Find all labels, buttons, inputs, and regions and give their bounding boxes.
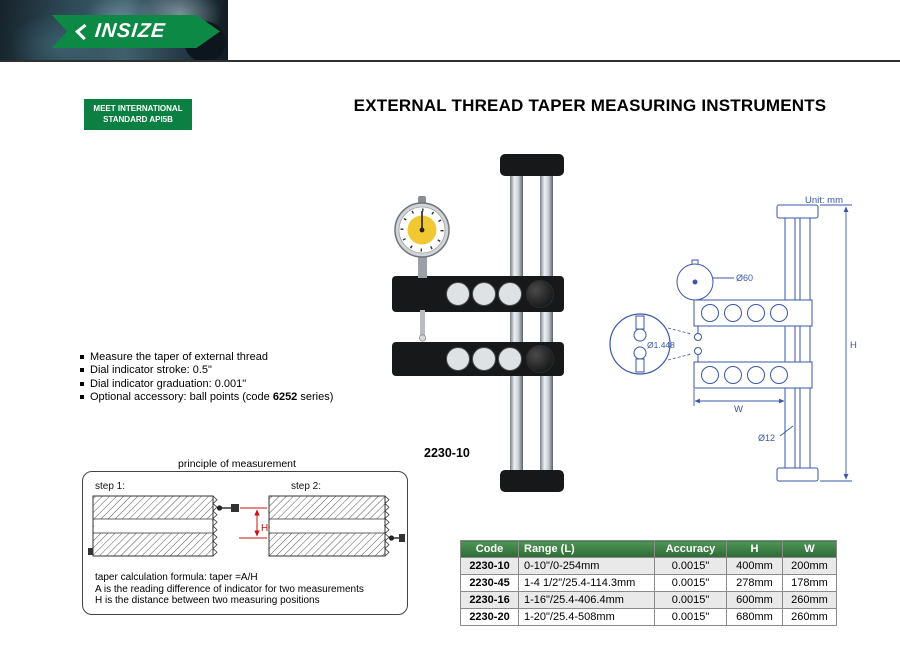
dim-w-label: W (734, 404, 743, 415)
spec-table: Code Range (L) Accuracy H W 2230-10 0-10… (460, 540, 837, 626)
brand-logo: INSIZE (52, 15, 220, 48)
feature-item: Dial indicator graduation: 0.001" (80, 377, 333, 390)
table-row: 2230-10 0-10"/0-254mm 0.0015" 400mm 200m… (460, 557, 837, 575)
logo-chevron-icon (75, 23, 93, 40)
feature-item: Measure the taper of external thread (80, 350, 333, 363)
header-banner: INSIZE (0, 0, 900, 62)
standard-badge: MEET INTERNATIONAL STANDARD API5B (84, 99, 192, 130)
note-h-line: H is the distance between two measuring … (95, 595, 320, 606)
model-number: 2230-10 (424, 446, 470, 460)
columns (500, 154, 564, 492)
bullet-square-icon (80, 368, 84, 372)
feature-list: Measure the taper of external thread Dia… (80, 351, 333, 405)
drawing-dial (676, 259, 734, 301)
technical-drawing: Unit: mm Ø60 (609, 195, 857, 482)
cell-accuracy: 0.0015" (654, 591, 727, 609)
indicator-contact-step2 (388, 534, 405, 542)
cell-w: 178mm (782, 574, 837, 592)
step2-label: step 2: (291, 481, 321, 492)
unit-label: Unit: mm (805, 195, 843, 206)
dim-column-label: Ø12 (758, 433, 775, 443)
principle-diagram: step 1: step 2: (88, 481, 405, 557)
step1-label: step 1: (95, 481, 125, 492)
table-row: 2230-16 1-16"/25.4-406.4mm 0.0015" 600mm… (460, 591, 837, 609)
spindle (418, 310, 426, 342)
header-row: Code Range (L) Accuracy H W (460, 540, 837, 558)
col-w: W (782, 540, 837, 558)
dim-h-label: H (850, 340, 857, 351)
cell-accuracy: 0.0015" (654, 574, 727, 592)
indicator-contact-step1 (216, 504, 239, 512)
h-dimension (820, 204, 852, 482)
note-a-line: A is the reading difference of indicator… (95, 583, 364, 595)
h-dimension-red (239, 507, 267, 539)
cell-code: 2230-20 (460, 608, 519, 626)
spec-table-header: Code Range (L) Accuracy H W (460, 540, 837, 558)
detail-balloon (609, 313, 692, 375)
table-row: 2230-20 1-20"/25.4-508mm 0.0015" 680mm 2… (460, 608, 837, 626)
workpiece-step1 (88, 495, 218, 557)
cell-range: 1-4 1/2"/25.4-114.3mm (518, 574, 655, 592)
dim-dial-label: Ø60 (736, 273, 753, 283)
feature-text: Measure the taper of external thread (90, 350, 268, 363)
cell-accuracy: 0.0015" (654, 557, 727, 575)
badge-line2: STANDARD API5B (103, 114, 173, 124)
cell-w: 260mm (782, 608, 837, 626)
product-photo (392, 154, 564, 492)
cell-w: 260mm (782, 591, 837, 609)
cell-range: 1-16"/25.4-406.4mm (518, 591, 655, 609)
cell-code: 2230-45 (460, 574, 519, 592)
feature-text: Dial indicator graduation: 0.001" (90, 377, 247, 390)
principle-box: step 1: step 2: (82, 471, 408, 615)
ball-contacts (694, 326, 702, 362)
bullet-square-icon (80, 395, 84, 399)
col-accuracy: Accuracy (654, 540, 727, 558)
cell-h: 680mm (726, 608, 783, 626)
workpiece-step2 (268, 495, 390, 557)
upper-arm (392, 276, 564, 312)
cell-h: 278mm (726, 574, 783, 592)
lower-arm (392, 342, 564, 376)
principle-notes: taper calculation formula: taper =A/H A … (95, 572, 364, 607)
formula-line: taper calculation formula: taper =A/H (95, 572, 258, 583)
cell-range: 1-20"/25.4-508mm (518, 608, 655, 626)
col-code: Code (460, 540, 519, 558)
cell-accuracy: 0.0015" (654, 608, 727, 626)
col-range: Range (L) (518, 540, 655, 558)
table-row: 2230-45 1-4 1/2"/25.4-114.3mm 0.0015" 27… (460, 574, 837, 592)
principle-h-label: H (261, 523, 268, 534)
cell-h: 600mm (726, 591, 783, 609)
feature-item: Dial indicator stroke: 0.5" (80, 364, 333, 376)
dial-indicator (394, 196, 450, 278)
column-dim-leader (779, 425, 794, 437)
feature-item: Optional accessory: ball points (code 62… (80, 391, 334, 403)
drawing-arms (693, 299, 813, 389)
cell-code: 2230-16 (460, 591, 519, 609)
bullet-square-icon (80, 381, 84, 386)
feature-text: Optional accessory: ball points (code 62… (90, 391, 334, 403)
w-dimension (693, 389, 785, 406)
bullet-square-icon (80, 354, 84, 359)
brand-name: INSIZE (93, 20, 167, 42)
col-h: H (726, 540, 783, 558)
principle-title: principle of measurement (178, 458, 296, 470)
dim-ball-label: Ø1.448 (647, 340, 675, 350)
cell-h: 400mm (726, 557, 783, 575)
badge-line1: MEET INTERNATIONAL (93, 103, 183, 113)
cell-code: 2230-10 (460, 557, 519, 575)
cell-w: 200mm (782, 557, 837, 575)
drawing-columns (776, 204, 819, 482)
page-title: EXTERNAL THREAD TAPER MEASURING INSTRUME… (353, 96, 827, 115)
feature-text: Dial indicator stroke: 0.5" (90, 364, 212, 376)
cell-range: 0-10"/0-254mm (518, 557, 655, 575)
